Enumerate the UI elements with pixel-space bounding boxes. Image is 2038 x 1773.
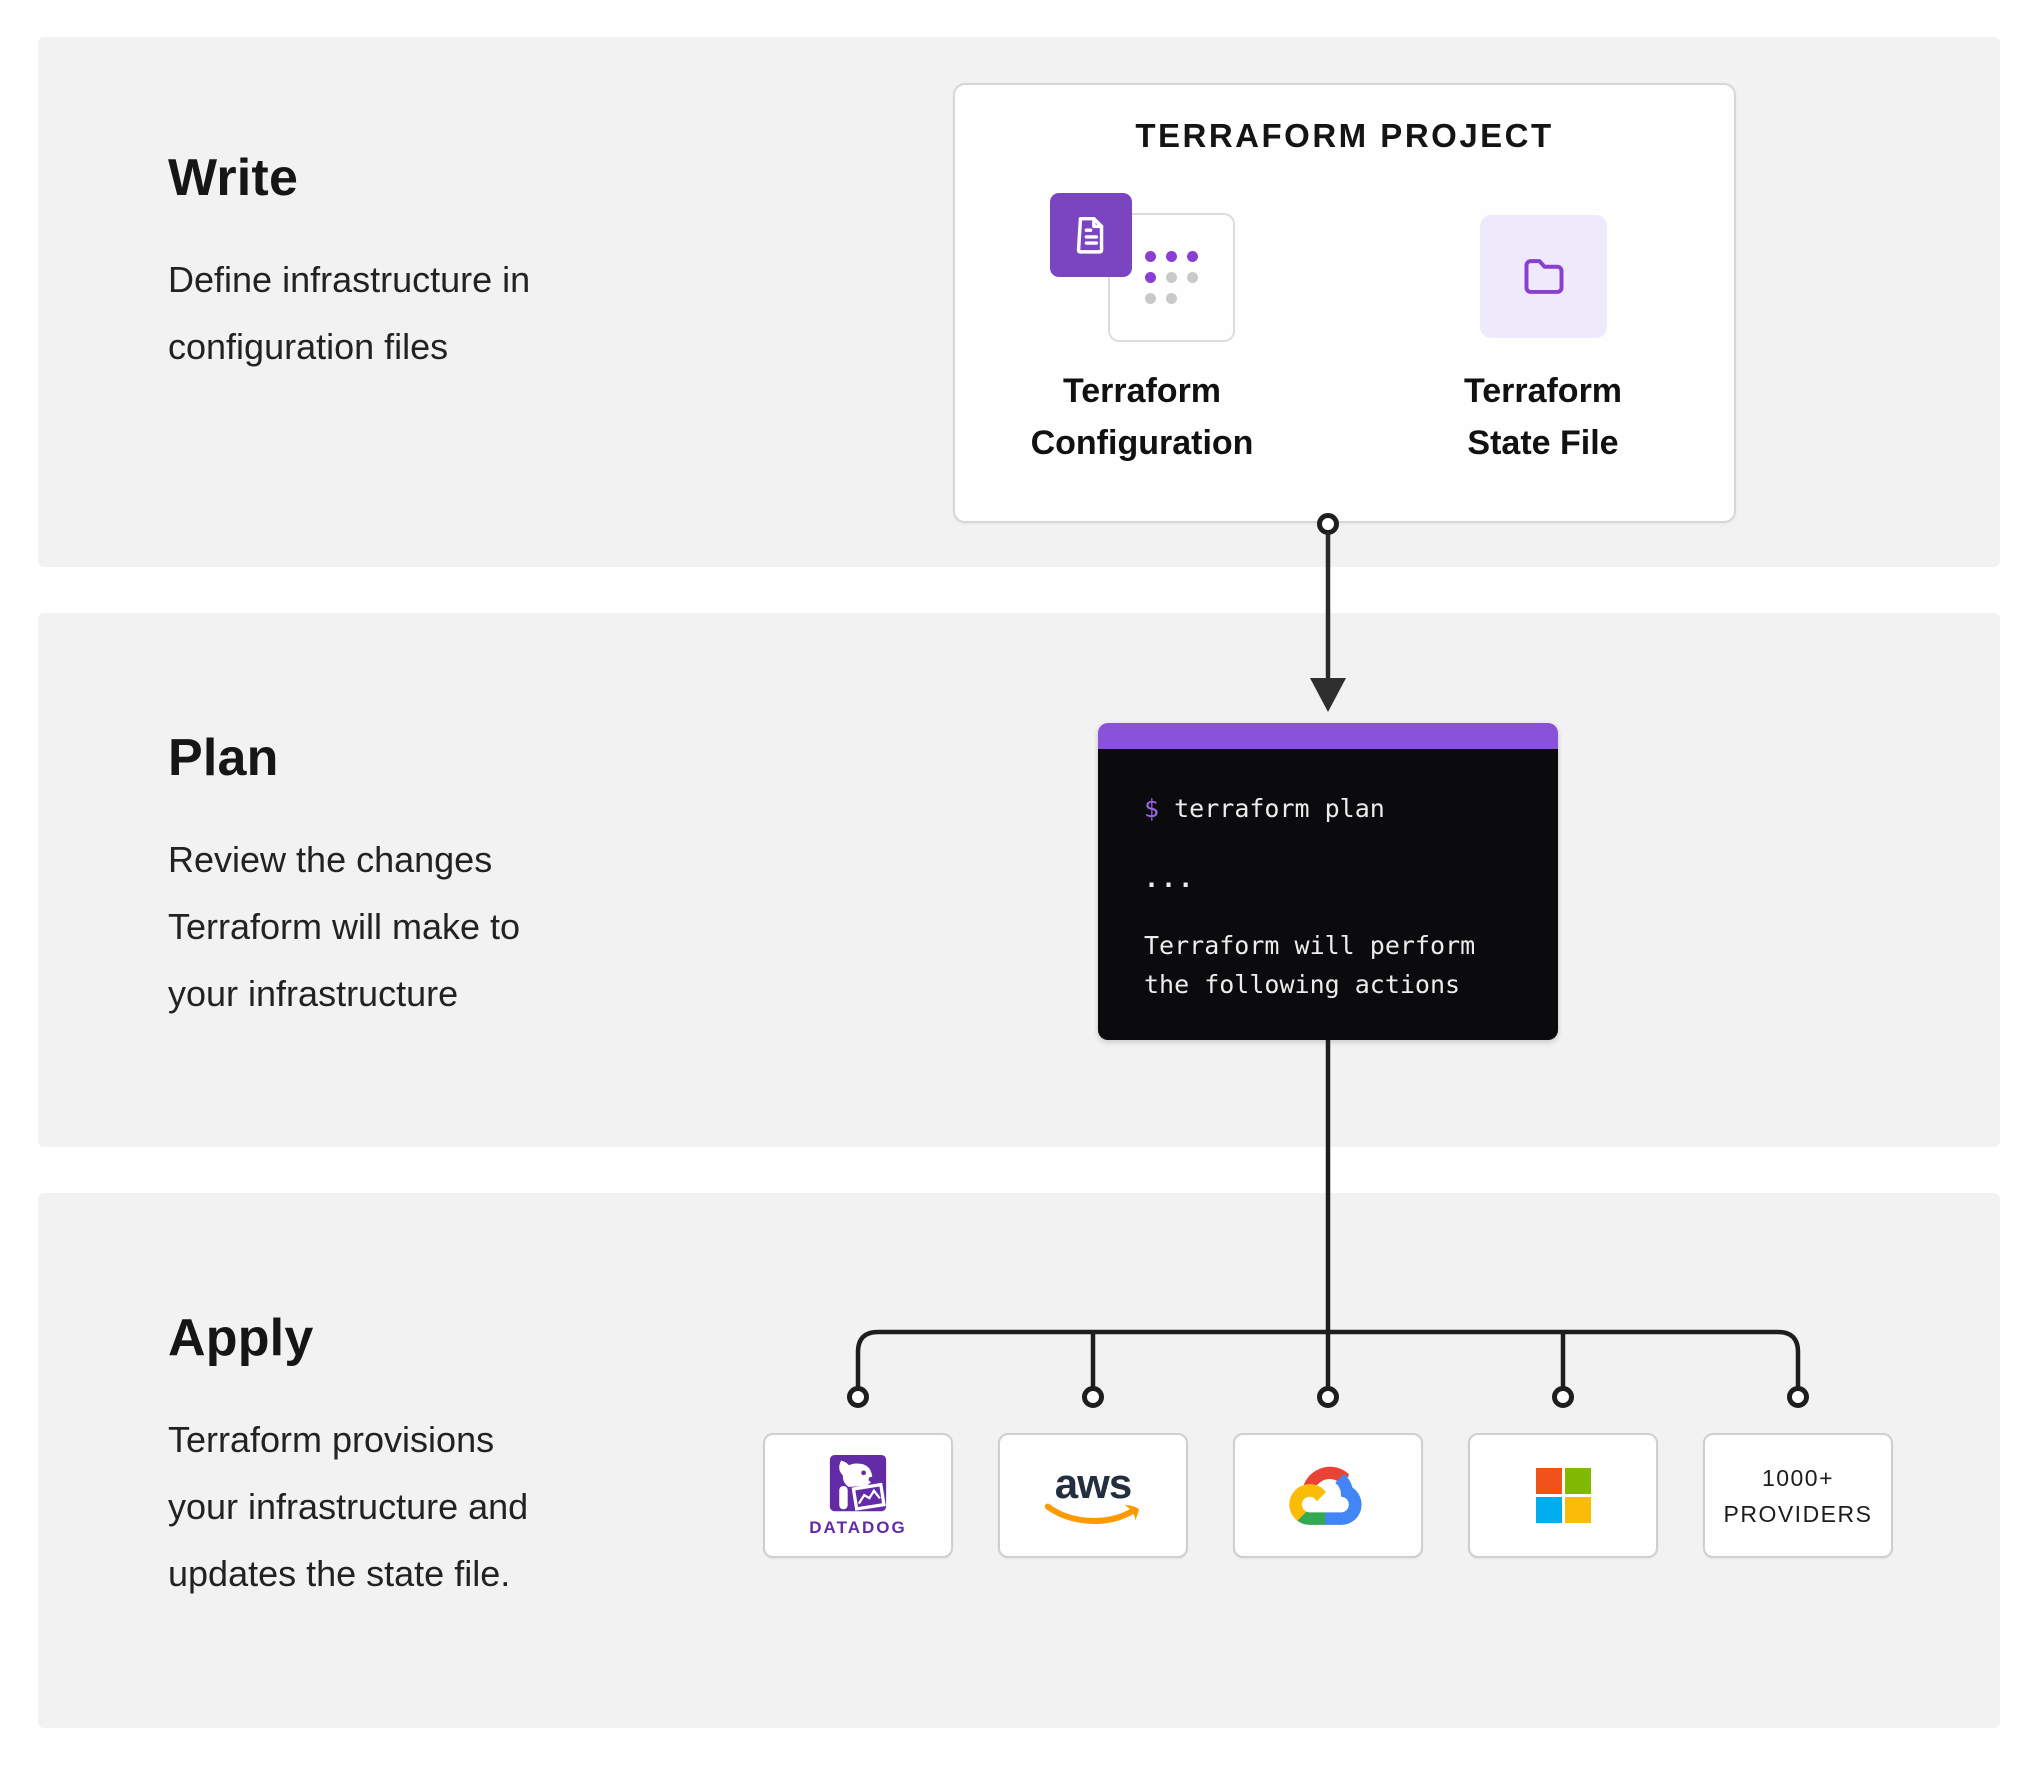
provider-card-aws: aws — [998, 1433, 1188, 1558]
terraform-configuration-icon-group — [1050, 193, 1236, 373]
terminal-title-bar — [1098, 723, 1558, 749]
apply-text-block: Apply Terraform provisions your infrastr… — [168, 1308, 638, 1607]
write-description: Define infrastructure in configuration f… — [168, 246, 628, 380]
provider-card-more-providers: 1000+ PROVIDERS — [1703, 1433, 1893, 1558]
datadog-logo-icon — [828, 1454, 888, 1516]
terminal-command: terraform plan — [1159, 794, 1385, 823]
terminal-prompt: $ — [1144, 794, 1159, 823]
plan-to-providers-connector — [820, 1040, 1840, 1420]
provider-card-microsoft — [1468, 1433, 1658, 1558]
apply-description: Terraform provisions your infrastructure… — [168, 1406, 573, 1607]
write-text-block: Write Define infrastructure in configura… — [168, 148, 638, 380]
terminal-command-line: $ terraform plan — [1144, 789, 1558, 828]
more-providers-label: 1000+ PROVIDERS — [1724, 1460, 1873, 1532]
datadog-label: DATADOG — [809, 1518, 906, 1538]
provider-card-google-cloud — [1233, 1433, 1423, 1558]
aws-smile-icon — [1043, 1502, 1143, 1526]
plan-title: Plan — [168, 728, 638, 788]
plan-description: Review the changes Terraform will make t… — [168, 826, 573, 1027]
aws-logo-text: aws — [1055, 1466, 1131, 1502]
write-to-plan-arrow — [1296, 510, 1360, 725]
google-cloud-logo-icon — [1289, 1464, 1367, 1528]
provider-card-datadog: DATADOG — [763, 1433, 953, 1558]
terminal-body: $ terraform plan ... Terraform will perf… — [1098, 749, 1558, 1040]
terminal-output-line-2: the following actions — [1144, 965, 1558, 1004]
terminal-ellipsis: ... — [1144, 859, 1558, 898]
terminal-output-line-1: Terraform will perform — [1144, 926, 1558, 965]
folder-icon — [1480, 215, 1607, 338]
write-title: Write — [168, 148, 638, 208]
microsoft-logo-icon — [1536, 1468, 1591, 1523]
terminal-window: $ terraform plan ... Terraform will perf… — [1098, 723, 1558, 1040]
plan-text-block: Plan Review the changes Terraform will m… — [168, 728, 638, 1027]
apply-title: Apply — [168, 1308, 638, 1368]
project-card-title: TERRAFORM PROJECT — [955, 117, 1734, 155]
terraform-state-file-label: Terraform State File — [1383, 365, 1703, 469]
document-icon — [1050, 193, 1132, 277]
dots-grid-icon — [1145, 251, 1198, 304]
terraform-project-card: TERRAFORM PROJECT — [953, 83, 1736, 523]
terraform-configuration-label: Terraform Configuration — [982, 365, 1302, 469]
